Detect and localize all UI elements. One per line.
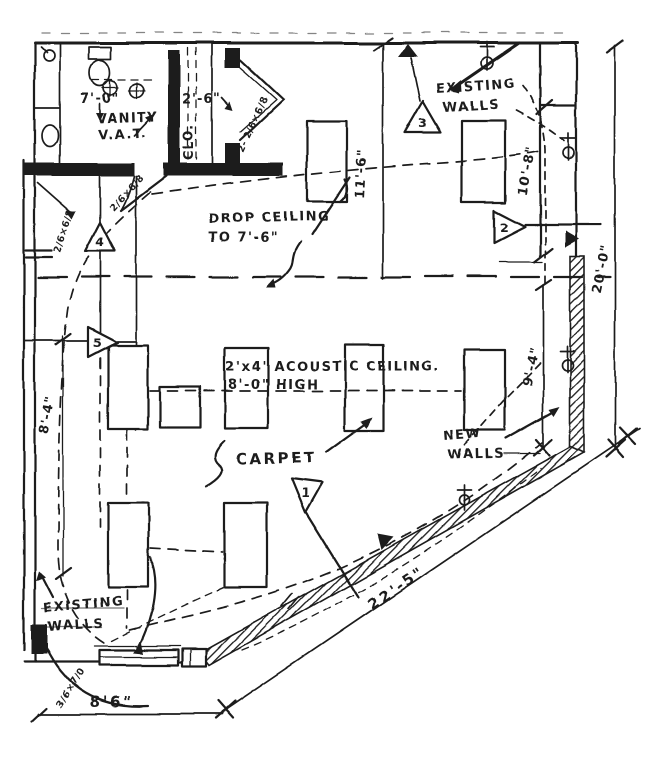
- drop-ceiling-squiggle: [268, 240, 303, 287]
- bathroom-fixtures: [40, 46, 155, 148]
- dimension-lines: [30, 36, 641, 723]
- desk-mid-left: [106, 343, 150, 431]
- dim-closet-depth: 2'-6": [182, 92, 221, 107]
- marker-4-triangle: [83, 220, 117, 253]
- entry-wall-stub: [31, 624, 47, 654]
- dim-right-bay: 10'-8": [515, 146, 539, 197]
- dim-new-wall: 9'-4": [520, 345, 543, 387]
- note-existing-walls-bottom-2: WALLS: [47, 616, 105, 635]
- closet-rod-lines: [187, 47, 197, 161]
- ceiling-fixture-circle: [42, 49, 56, 63]
- fixture-symbol-right-lower: [559, 345, 575, 373]
- table-small: [158, 385, 202, 429]
- bifold-door-inner: [239, 67, 277, 133]
- label-closet: CLO.: [182, 123, 197, 160]
- key-markers: 1 2 3 4 5: [83, 44, 603, 599]
- existing-walls-bottom-squiggle: [136, 555, 157, 651]
- desk-mid-right: [343, 343, 385, 432]
- note-closet-doors: 2- 2/6×6/8: [236, 95, 271, 154]
- note-acoustic-1: 2'x4' ACOUSTIC CEILING.: [226, 360, 441, 375]
- note-new-walls-2: WALLS: [448, 446, 506, 463]
- storefront-column: [180, 647, 208, 668]
- closet-door-stub-top: [225, 48, 240, 68]
- note-drop-ceiling-1: DROP CEILING: [208, 210, 330, 227]
- desk-top-right: [460, 118, 507, 205]
- label-carpet: CARPET: [236, 449, 317, 468]
- note-existing-walls-top-2: WALLS: [442, 97, 500, 115]
- dim-storefront: 8'6": [90, 693, 133, 711]
- desk-bottom-left: [106, 501, 150, 589]
- entry-door-swing: [44, 646, 150, 708]
- marker-1-triangle: [289, 477, 324, 515]
- dim-col-bay: 11'-6": [353, 148, 371, 198]
- bath-south-wall-right: [163, 163, 283, 176]
- bath-door-leaf: [119, 174, 168, 212]
- marker-5-triangle: [86, 325, 119, 359]
- existing-walls-top-arrow: [453, 41, 521, 89]
- wc-door-leaf: [37, 182, 73, 214]
- bath-partitions: [34, 42, 213, 164]
- dim-right-overall: 20'-0": [589, 243, 614, 294]
- marker-3-triangle: [403, 99, 443, 134]
- fixture-symbol-diagonal: [456, 484, 472, 511]
- left-wall-vent: [24, 248, 54, 259]
- carpet-squiggle: [204, 439, 226, 488]
- new-walls-arrow: [504, 408, 558, 440]
- note-existing-walls-top-1: EXISTING: [435, 76, 516, 97]
- marker-3-number: 3: [419, 115, 428, 130]
- dim-bath-width: 7'-0": [80, 92, 119, 107]
- wc-fixture-oval: [41, 124, 59, 148]
- label-vanity: VANITY: [96, 110, 159, 127]
- bifold-door-outer: [238, 58, 285, 142]
- desk-top-middle: [305, 120, 349, 204]
- dim-line-diagonal: [221, 427, 641, 713]
- bathroom-walls: [24, 42, 283, 654]
- note-acoustic-2: 8'-0" HIGH: [228, 378, 319, 393]
- new-walls-hatched: [198, 255, 586, 667]
- note-drop-ceiling-2: TO 7'-6": [208, 231, 279, 246]
- note-entry-door-size: 3/6×7/0: [53, 666, 87, 709]
- marker-2-triangle: [492, 209, 527, 245]
- note-bath-door-size: 2/6×6/8: [108, 172, 146, 213]
- desk-bottom-center: [223, 501, 269, 589]
- wc-door-arrowhead: [66, 211, 76, 219]
- marker-5-number: 5: [93, 335, 102, 350]
- marker-1-number: 1: [301, 486, 310, 501]
- label-vat: V.A.T.: [97, 125, 147, 143]
- note-new-walls-1: NEW: [443, 426, 483, 444]
- doors: [24, 58, 285, 708]
- marker-2-number: 2: [500, 220, 509, 235]
- furniture: [106, 118, 507, 589]
- note-door-size-scribble: 2/6×6/8: [52, 208, 76, 254]
- closet-door-stub-bottom: [225, 143, 240, 163]
- leader-arrows: [36, 41, 560, 654]
- marker-4-number: 4: [96, 234, 105, 249]
- bath-door-swing: [120, 175, 135, 211]
- bath-south-wall-left: [24, 163, 134, 176]
- desk-mid-center: [223, 346, 270, 430]
- desk-right: [463, 348, 507, 432]
- new-wall-vertical: [569, 255, 585, 453]
- note-existing-walls-bottom-1: EXISTING: [43, 594, 124, 616]
- toilet-tank: [88, 46, 112, 60]
- new-wall-diagonal: [198, 445, 586, 667]
- bath-closet-divider: [168, 50, 180, 163]
- fixture-symbol-right-upper: [560, 132, 576, 161]
- dim-left-bay: 8'-4": [37, 393, 59, 434]
